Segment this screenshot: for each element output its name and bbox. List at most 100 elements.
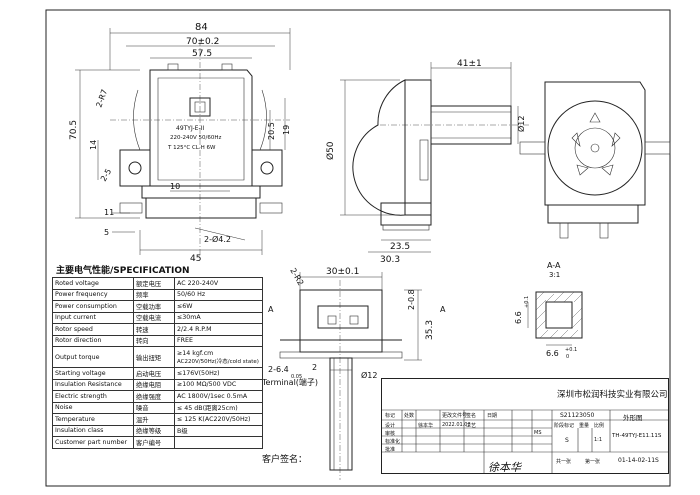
spec-param-en: Electric strength: [52, 390, 134, 403]
dim-6-6-horizontal-tol: +0.1: [565, 347, 577, 353]
spec-param-cn: 转向: [133, 334, 175, 347]
dim-2-5: 2-5: [99, 167, 113, 183]
spec-param-cn: 额定电压: [133, 277, 175, 290]
spec-param-cn: 噪音: [133, 401, 175, 414]
dim-d50: Ø50: [325, 141, 336, 160]
dim-0-05: 0.05: [291, 374, 302, 380]
dim-2-0-8: 2-0.8: [407, 289, 416, 310]
dim-19: 19: [282, 125, 291, 135]
dim-6-6-vertical-tol: +0.1: [524, 296, 530, 308]
spec-param-en: Input current: [52, 311, 134, 324]
dim-6-6-horizontal: 6.6: [546, 349, 559, 358]
spec-param-cn: 空载电流: [133, 311, 175, 324]
spec-value: AC 220-240V: [174, 277, 263, 290]
spec-param-cn: 客户编号: [133, 436, 175, 449]
spec-param-cn: 启动电压: [133, 367, 175, 380]
model-code: TH-49TYJ-E11.11S: [612, 433, 662, 439]
dim-4-2: 2-Ø4.2: [204, 234, 231, 244]
dim-84: 84: [195, 22, 208, 33]
spec-value: ≤ 125 K(AC220V/50Hz): [174, 413, 263, 426]
spec-param-en: Rotor direction: [52, 334, 134, 347]
drawing-number: S21123050: [560, 412, 595, 419]
dim-11: 11: [104, 208, 114, 217]
stage-label: 阶段标记: [554, 423, 575, 429]
terminal-label: Terminal(端子): [261, 377, 318, 387]
dim-6-4: 2-6.4: [268, 365, 289, 374]
spec-param-cn: 空载功率: [133, 300, 175, 313]
spec-value-line1: ≥14 kgf.cm: [177, 349, 214, 357]
dim-d12: Ø12: [516, 116, 526, 132]
spec-param-cn: 输出扭矩: [133, 346, 175, 368]
dim-23-5: 23.5: [390, 242, 410, 252]
standard-label: 标准化: [385, 439, 401, 445]
dim-30-3: 30.3: [380, 255, 400, 265]
rev-doc-label: 更改文件号: [442, 413, 468, 419]
date-code: 01-14-02-11S: [618, 457, 659, 464]
spec-param-cn: 转速: [133, 323, 175, 336]
spec-value: ≥100 MΩ/500 VDC: [174, 378, 263, 391]
spec-value: FREE: [174, 334, 263, 347]
section-title: A-A: [547, 261, 561, 270]
rev-count-label: 处数: [404, 413, 415, 419]
spec-param-cn: 频率: [133, 288, 175, 301]
dim-r7: 2-R7: [94, 88, 109, 109]
section-scale: 3:1: [549, 271, 560, 279]
spec-value: ≤30mA: [174, 311, 263, 324]
spec-param-en: Power consumption: [52, 300, 134, 313]
sheet-total: 共一张: [556, 459, 572, 465]
dim-d12-bottom: Ø12: [361, 370, 377, 380]
dim-6-6-horizontal-tol0: 0: [566, 354, 569, 360]
spec-value: ≤ 45 dB(距离25cm): [174, 401, 263, 414]
ratio-label: 比例: [594, 423, 605, 429]
dim-6-6-vertical: 6.6: [514, 311, 523, 324]
rev-mark-label: 标记: [385, 413, 396, 419]
sheet-frame: [45, 9, 671, 487]
spec-param-cn: 绝缘等级: [133, 424, 175, 437]
spec-value: 50/60 Hz: [174, 288, 263, 301]
spec-param-cn: 温升: [133, 413, 175, 426]
section-aa: [527, 291, 583, 346]
dim-14: 14: [89, 140, 98, 150]
spec-param-en: Insulation class: [52, 424, 134, 437]
nameplate-model: 49TYJ-E-II: [176, 125, 204, 132]
bottom-view: [279, 272, 422, 480]
sign-date: 2022.01.03: [442, 422, 471, 428]
spec-param-en: Temperature: [52, 413, 134, 426]
nameplate-temp: T 125°C CL.H 6W: [167, 145, 216, 151]
dim-5: 5: [104, 228, 109, 237]
spec-value: 2/2.4 R.P.M: [174, 323, 263, 336]
spec-value: ≤6W: [174, 300, 263, 313]
dim-2: 2: [312, 363, 317, 372]
dim-70-5: 70.5: [69, 120, 79, 140]
designer-name: 徐本华: [418, 423, 434, 429]
ms-mark: MS: [534, 430, 542, 436]
rev-date-label: 日期: [487, 413, 498, 419]
dim-30: 30±0.1: [326, 267, 359, 277]
stage-value: S: [565, 437, 569, 444]
dim-70: 70±0.2: [186, 37, 219, 47]
section-marker-a-right: A: [440, 305, 446, 314]
spec-param-en: Noise: [52, 401, 134, 414]
weight-label: 重量: [579, 423, 590, 429]
dim-45: 45: [190, 254, 201, 264]
dim-35-3: 35.3: [425, 320, 435, 340]
rear-view: [519, 81, 671, 239]
dim-10: 10: [170, 182, 180, 191]
checker-label: 审核: [385, 431, 396, 437]
spec-value: AC 1800V/1sec 0.5mA: [174, 390, 263, 403]
dim-20-5: 20.5: [267, 122, 276, 140]
dim-41: 41±1: [457, 59, 482, 69]
